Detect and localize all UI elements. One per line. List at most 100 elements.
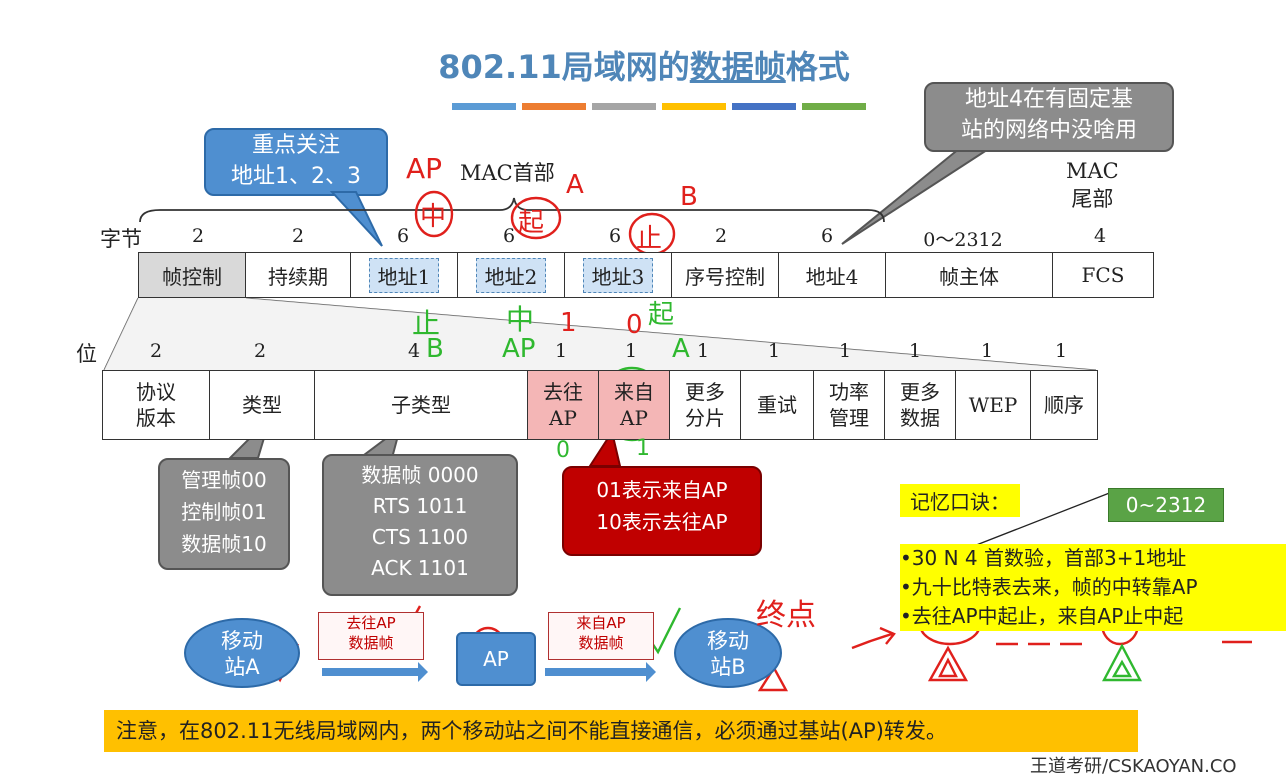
scroll-line: 数据帧 — [578, 634, 624, 652]
field-address2: 地址2 — [457, 252, 565, 298]
ctrl-line: 更多 — [685, 380, 725, 404]
hw-annotation: 起 — [648, 300, 675, 330]
ctrl-line: 管理 — [829, 406, 869, 430]
hw-annotation: 1 — [560, 308, 577, 338]
byte-size: 2 — [191, 225, 205, 247]
ctrl-line: AP — [620, 406, 648, 430]
mac-frame-table: 帧控制 持续期 地址1 地址2 地址3 序号控制 地址4 帧主体 FCS — [138, 252, 1154, 298]
address1-box: 地址1 — [368, 257, 440, 293]
bit-size: 2 — [149, 340, 163, 362]
bit-size: 1 — [908, 340, 922, 362]
byte-sizes-row: 2 2 6 6 6 2 6 0～2312 4 — [0, 225, 1288, 253]
stripe — [802, 103, 866, 110]
hw-annotation: 0 — [626, 310, 643, 340]
ctrl-line: 协议 — [136, 380, 176, 404]
bit-sizes-row: 2 2 4 1 1 1 1 1 1 1 1 — [0, 340, 1288, 366]
ctrl-line: 去往 — [543, 380, 583, 404]
ctrl-line: 分片 — [685, 406, 725, 430]
ctrl-more-fragments: 更多分片 — [669, 370, 741, 440]
station-line: 移动 — [221, 629, 263, 653]
hw-annotation: B — [680, 182, 698, 212]
ctrl-line: 顺序 — [1044, 393, 1084, 417]
station-line: 移动 — [707, 629, 749, 653]
byte-size: 6 — [502, 225, 516, 247]
scroll-line: 数据帧 — [348, 634, 394, 652]
mac-trailer-label: MAC 尾部 — [1066, 157, 1119, 213]
subtype-line: 数据帧 0000 — [361, 463, 479, 487]
focus-addresses-callout: 重点关注 地址1、2、3 — [204, 128, 388, 196]
byte-size: 0～2312 — [923, 229, 1003, 251]
ctrl-retry: 重试 — [740, 370, 814, 440]
address4-callout: 地址4在有固定基 站的网络中没啥用 — [924, 82, 1174, 152]
field-address1: 地址1 — [350, 252, 458, 298]
byte-size: 2 — [291, 225, 305, 247]
hw-annotation: B — [426, 334, 444, 364]
ctrl-line: WEP — [968, 393, 1018, 417]
ctrl-protocol-version: 协议版本 — [102, 370, 210, 440]
ctrl-line: 更多 — [900, 380, 940, 404]
field-address3: 地址3 — [564, 252, 672, 298]
hw-annotation: 1 — [636, 436, 650, 461]
ctrl-subtype: 子类型 — [314, 370, 528, 440]
mnemonic-line: •九十比特表去来，帧的中转靠AP — [900, 575, 1198, 599]
stripe — [592, 103, 656, 110]
hw-annotation: A — [672, 334, 690, 364]
callout-line: 站的网络中没啥用 — [960, 118, 1137, 143]
bit-size: 1 — [1054, 340, 1068, 362]
stripe — [662, 103, 726, 110]
bit-size: 1 — [624, 340, 638, 362]
ctrl-line: 数据 — [900, 406, 940, 430]
bit-size: 2 — [253, 340, 267, 362]
type-line: 管理帧00 — [181, 468, 267, 492]
field-address4: 地址4 — [778, 252, 886, 298]
field-duration: 持续期 — [245, 252, 351, 298]
ctrl-line: AP — [549, 406, 577, 430]
address3-box: 地址3 — [582, 257, 654, 293]
ctrl-order: 顺序 — [1030, 370, 1098, 440]
address2-box: 地址2 — [475, 257, 547, 293]
title-stripes — [452, 103, 866, 110]
hw-annotation: 终点 — [756, 598, 816, 633]
hw-annotation: 起 — [518, 208, 545, 238]
ctrl-more-data: 更多数据 — [884, 370, 956, 440]
bit-size: 1 — [696, 340, 710, 362]
to-ap-data-frame: 去往AP 数据帧 — [318, 612, 424, 660]
from-ap-data-frame: 来自AP 数据帧 — [548, 612, 654, 660]
note-bar: 注意，在802.11无线局域网内，两个移动站之间不能直接通信，必须通过基站(AP… — [104, 710, 1138, 752]
hw-annotation: 中 — [506, 303, 535, 336]
mac-trailer-line: MAC — [1066, 159, 1119, 183]
bit-size: 1 — [980, 340, 994, 362]
mac-trailer-line: 尾部 — [1071, 187, 1114, 211]
frame-subtype-callout: 数据帧 0000 RTS 1011 CTS 1100 ACK 1101 — [322, 454, 518, 596]
callout-line: 重点关注 — [251, 133, 340, 158]
scroll-line: 去往AP — [346, 614, 396, 632]
hw-annotation: 0 — [556, 438, 570, 463]
callout-line: 地址4在有固定基 — [965, 87, 1133, 112]
field-frame-body: 帧主体 — [885, 252, 1053, 298]
station-line: 站A — [224, 655, 260, 679]
stripe — [452, 103, 516, 110]
field-frame-control: 帧控制 — [138, 252, 246, 298]
subtype-line: RTS 1011 — [372, 494, 468, 518]
stripe — [732, 103, 796, 110]
mnemonic-list: •30 N 4 首数验，首部3+1地址 •九十比特表去来，帧的中转靠AP •去往… — [900, 544, 1286, 631]
page-title: 802.11局域网的数据帧格式 — [438, 48, 850, 86]
ctrl-line: 子类型 — [391, 393, 451, 417]
byte-size: 6 — [608, 225, 622, 247]
hw-annotation: AP — [502, 334, 536, 364]
subtype-line: CTS 1100 — [371, 525, 469, 549]
bytes-label: 字节 — [100, 227, 142, 251]
station-a: 移动 站A — [184, 618, 300, 688]
station-b: 移动 站B — [674, 618, 782, 688]
hw-annotation: 止 — [412, 307, 441, 340]
hw-annotation: 止 — [636, 224, 663, 254]
bit-size: 4 — [407, 340, 421, 362]
subtype-line: ACK 1101 — [371, 556, 469, 580]
access-point: AP — [456, 632, 536, 686]
stripe — [522, 103, 586, 110]
hw-annotation: 中 — [420, 202, 447, 232]
ds-line: 01表示来自AP — [596, 478, 728, 502]
ctrl-line: 类型 — [242, 393, 282, 417]
